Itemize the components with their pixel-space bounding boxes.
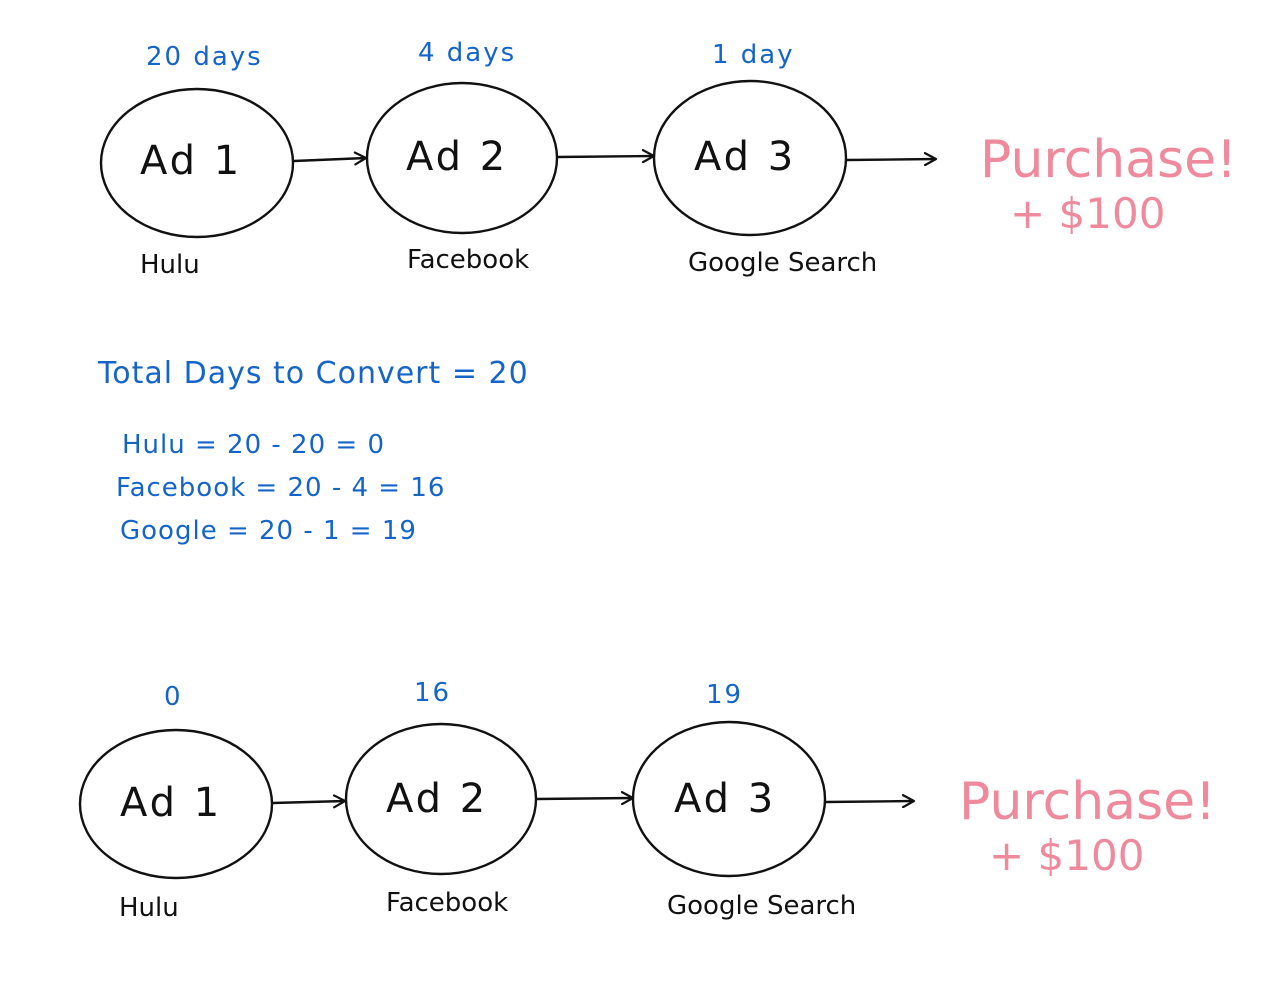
calc-line-google: Google = 20 - 1 = 19 xyxy=(120,516,417,546)
bottom-days-ad2: 16 xyxy=(414,678,452,708)
bottom-arrow-3 xyxy=(825,801,914,802)
bottom-platform-hulu: Hulu xyxy=(119,893,179,923)
top-days-ad3: 1 day xyxy=(712,40,795,70)
bottom-purchase-label: Purchase! xyxy=(959,772,1216,832)
top-days-ad1: 20 days xyxy=(146,42,263,72)
top-arrow-1 xyxy=(293,158,366,161)
bottom-node-ad3-label: Ad 3 xyxy=(674,776,777,822)
top-node-ad3-label: Ad 3 xyxy=(694,134,797,180)
bottom-purchase-amount: + $100 xyxy=(989,831,1145,880)
top-purchase-amount: + $100 xyxy=(1010,189,1166,238)
top-purchase-label: Purchase! xyxy=(980,130,1237,190)
bottom-node-ad1-label: Ad 1 xyxy=(120,780,223,826)
bottom-arrow-2 xyxy=(536,798,633,799)
top-platform-google-search: Google Search xyxy=(688,248,878,278)
top-arrow-3 xyxy=(846,159,936,160)
top-days-ad2: 4 days xyxy=(418,38,517,68)
top-node-ad1-label: Ad 1 xyxy=(140,138,243,184)
bottom-days-ad3: 19 xyxy=(706,680,744,710)
top-arrow-2 xyxy=(557,156,654,157)
calc-line-hulu: Hulu = 20 - 20 = 0 xyxy=(122,430,385,460)
top-node-ad1-ellipse xyxy=(99,87,295,239)
bottom-node-ad2-label: Ad 2 xyxy=(386,776,489,822)
bottom-platform-google-search: Google Search xyxy=(667,891,857,921)
bottom-platform-facebook: Facebook xyxy=(386,888,509,918)
top-platform-hulu: Hulu xyxy=(140,250,200,280)
top-node-ad2-label: Ad 2 xyxy=(406,134,509,180)
bottom-node-ad1-ellipse xyxy=(78,728,274,880)
total-days-to-convert: Total Days to Convert = 20 xyxy=(98,356,529,391)
bottom-arrow-1 xyxy=(272,801,345,803)
bottom-days-ad1: 0 xyxy=(164,682,183,712)
calc-line-facebook: Facebook = 20 - 4 = 16 xyxy=(116,473,446,503)
top-platform-facebook: Facebook xyxy=(407,245,530,275)
